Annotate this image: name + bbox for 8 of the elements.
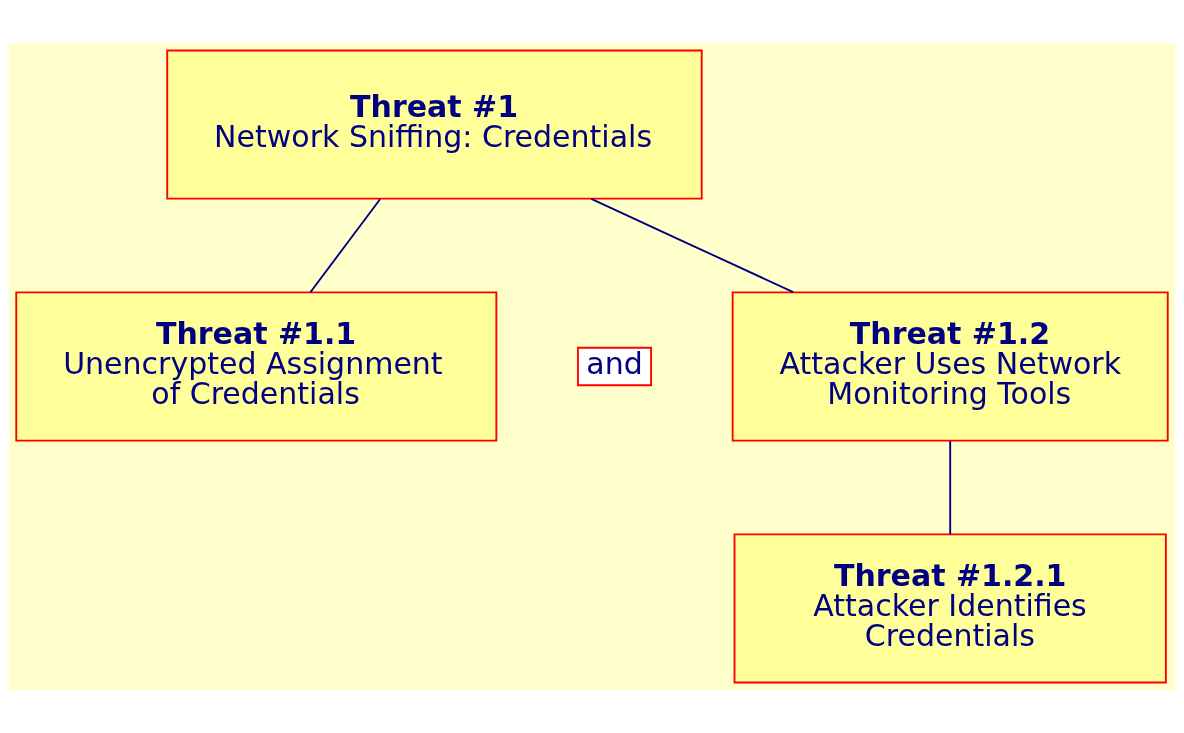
node-box: Threat #1 Network Sniffing: Credentials <box>166 49 703 200</box>
node-box: Threat #1.2.1 Attacker Identifies Credentials <box>733 533 1167 684</box>
connector <box>949 440 952 536</box>
node-box: Threat #1.1 Unencrypted Assignment of Credentials <box>15 291 498 442</box>
node-box: Threat #1.2 Attacker Uses Network Monitoring Tools <box>731 291 1169 442</box>
connector <box>590 197 795 294</box>
connector <box>309 198 381 294</box>
label: and <box>586 345 643 381</box>
